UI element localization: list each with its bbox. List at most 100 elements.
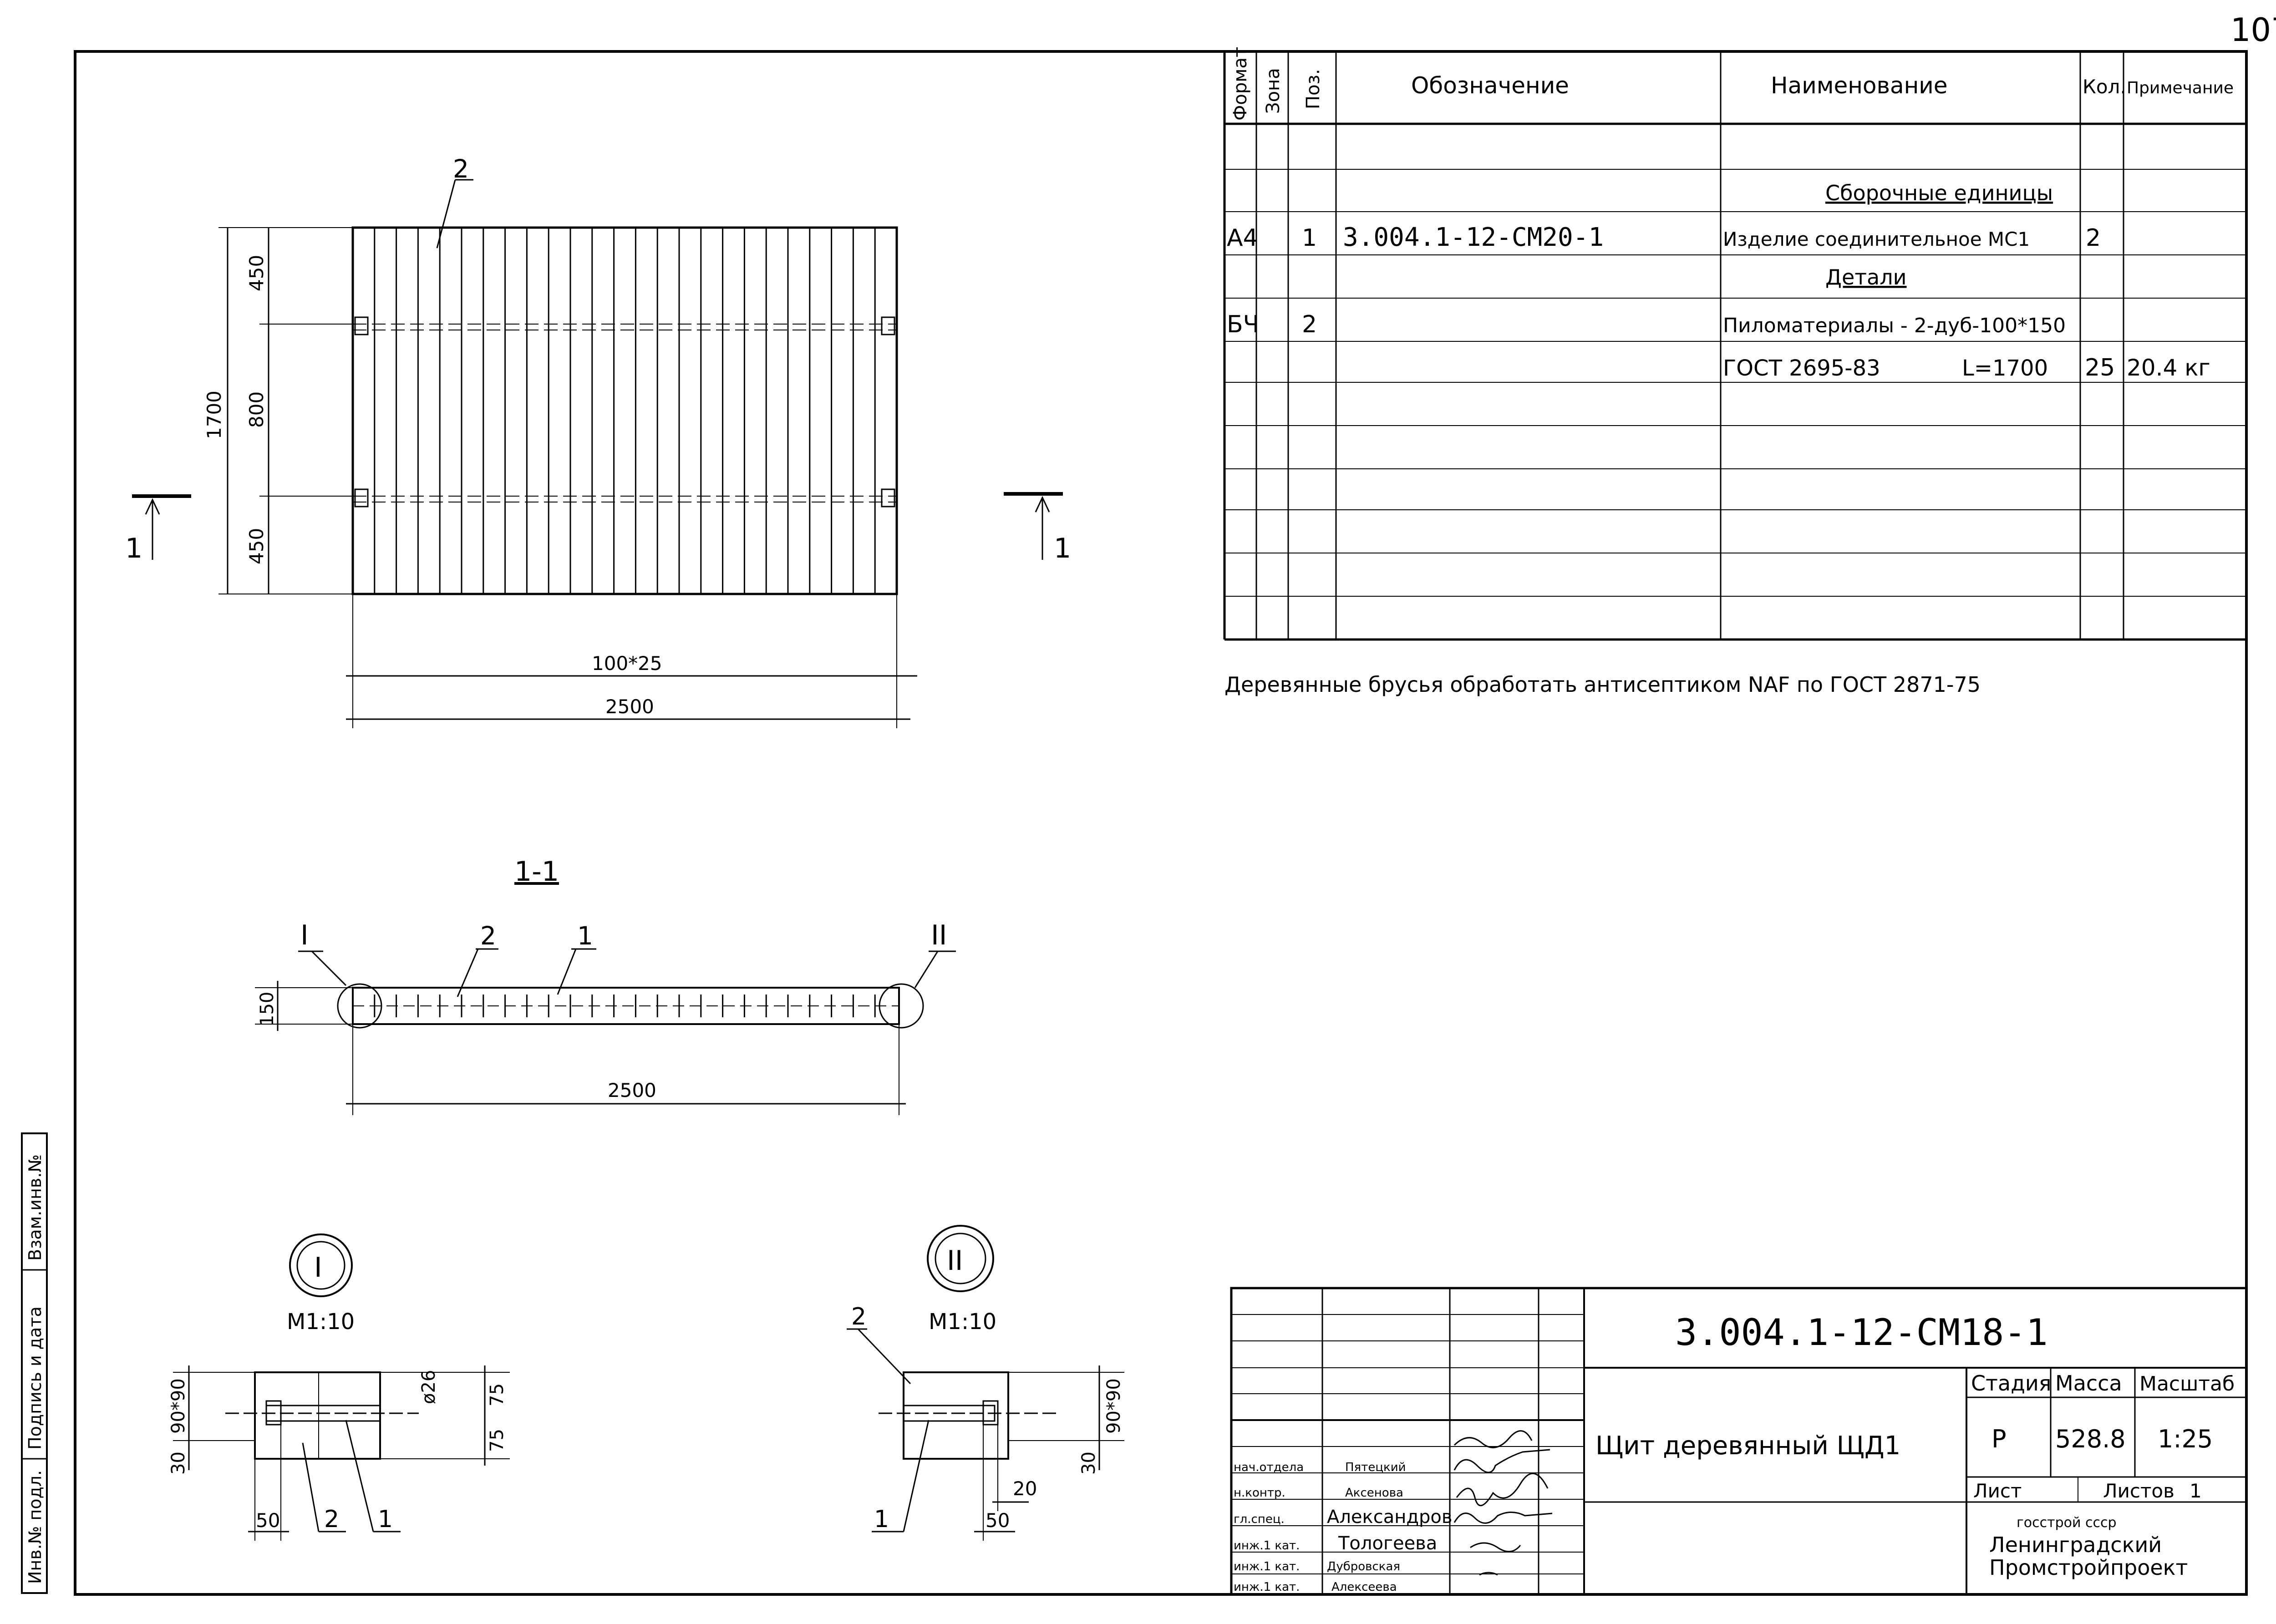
sheets-label: Листов (2103, 1480, 2174, 1502)
title-block-rows (1231, 1314, 1584, 1574)
sheets-value: 1 (2190, 1480, 2202, 1502)
staff-name-3: Тологеева (1338, 1533, 1437, 1554)
detail-1-mark-circle (289, 1233, 353, 1297)
signature-1 (1453, 1449, 1550, 1473)
section-dim-2500: 2500 (608, 1079, 656, 1101)
row1-pos: 1 (1302, 224, 1317, 252)
scale-label: Масштаб (2139, 1372, 2235, 1396)
section-title: 1-1 (514, 856, 559, 888)
section-mark-right: 1 (1054, 533, 1071, 564)
row1-name: Изделие соединительное МС1 (1723, 228, 2030, 250)
doc-code: 3.004.1-12-СМ18-1 (1675, 1311, 2048, 1354)
row3-qty: 25 (2085, 354, 2115, 381)
row2-pos: 2 (1302, 311, 1317, 338)
detail-2-50: 50 (986, 1509, 1010, 1532)
row3-length: L=1700 (1962, 355, 2048, 381)
row1-designation: 3.004.1-12-СМ20-1 (1343, 223, 1604, 252)
detail-1-75b: 75 (487, 1429, 508, 1452)
detail-2-90x90: 90*90 (1103, 1378, 1124, 1434)
sheet-number: 107 (2230, 11, 2276, 49)
detail-2-20: 20 (1013, 1477, 1037, 1500)
note-text: Деревянные брусья обработать антисептико… (1224, 672, 1981, 697)
side-sign-date: Подпись и дата (25, 1306, 45, 1450)
stage-label: Стадия (1971, 1371, 2051, 1396)
detail-2-pos1: 1 (874, 1506, 889, 1533)
section-details: Детали (1825, 265, 1907, 289)
detail-1-75a: 75 (487, 1383, 508, 1406)
signature-5 (1479, 1572, 1498, 1576)
plan-outline (351, 226, 898, 595)
row3-std: ГОСТ 2695-83 (1723, 355, 1880, 381)
signature-2 (1456, 1472, 1549, 1507)
header-name: Наименование (1771, 72, 1948, 99)
staff-role-4: инж.1 кат. (1234, 1560, 1300, 1573)
detail-1-90x90: 90*90 (168, 1378, 189, 1434)
detail-2-scale: М1:10 (929, 1309, 996, 1335)
header-format: Формат (1230, 47, 1251, 121)
signature-0 (1453, 1430, 1533, 1448)
signature-3 (1453, 1512, 1553, 1524)
header-zone: Зона (1263, 68, 1284, 114)
header-pos: Поз. (1303, 69, 1324, 109)
sheet-label: Лист (1973, 1480, 2022, 1502)
staff-name-5: Алексеева (1331, 1580, 1397, 1594)
section-view: 1-1 I II 2 1 150 2500 (255, 856, 956, 1115)
detail-1-d26: ø26 (418, 1370, 439, 1404)
detail-1-pos1: 1 (378, 1506, 393, 1533)
staff-role-2: гл.спец. (1234, 1512, 1285, 1526)
signature-4 (1470, 1542, 1521, 1553)
detail-2-30: 30 (1078, 1451, 1099, 1475)
header-qty: Кол. (2083, 76, 2126, 98)
section-dim-150: 150 (257, 992, 278, 1026)
mass-label: Масса (2055, 1371, 2122, 1396)
header-designation: Обозначение (1411, 72, 1569, 99)
section-pos1: 1 (577, 921, 593, 950)
row2-name: Пиломатериалы - 2-дуб-100*150 (1723, 314, 2066, 337)
callout-circle-left (337, 983, 382, 1029)
staff-name-1: Аксенова (1345, 1486, 1403, 1500)
plan-view: 2 1700 450 800 450 100*25 2500 1 1 (125, 154, 1071, 728)
detail-1-50: 50 (256, 1509, 280, 1532)
scale-value: 1:25 (2158, 1425, 2213, 1453)
row3-note: 20.4 кг (2127, 355, 2210, 381)
plan-boards (374, 228, 876, 594)
side-replace-inv: Взам.инв.№ (25, 1154, 45, 1261)
title-block: 3.004.1-12-СМ18-1 Щит деревянный ЩД1 Ста… (1230, 1287, 2248, 1596)
section-assembly: Сборочные единицы (1825, 181, 2053, 205)
dim-450-top: 450 (245, 255, 268, 291)
detail-1-scale: М1:10 (287, 1309, 355, 1335)
callout-left-label: I (300, 919, 309, 951)
detail-1-30: 30 (168, 1451, 189, 1475)
spec-row-lines (1224, 169, 2246, 597)
staff-role-0: нач.отдела (1234, 1461, 1304, 1474)
stage-value: Р (1992, 1425, 2007, 1453)
callout-right-label: II (931, 919, 947, 951)
staff-name-2: Александров (1327, 1507, 1452, 1528)
detail-2: II М1:10 2 90*90 30 1 20 50 (847, 1225, 1124, 1541)
spec-table: Формат Зона Поз. Обозначение Наименовани… (1223, 47, 2246, 641)
drawing-frame (74, 50, 2248, 1596)
section-pos2: 2 (480, 921, 496, 950)
org-1: госстрой ссср (2017, 1515, 2117, 1531)
section-mark-left: 1 (125, 533, 142, 564)
row2-format: БЧ (1227, 311, 1259, 338)
row1-qty: 2 (2086, 224, 2101, 252)
org-3: Промстройпроект (1989, 1555, 2188, 1580)
org-2: Ленинградский (1989, 1533, 2162, 1557)
dim-2500-plan: 2500 (605, 695, 654, 718)
detail-1-pos2: 2 (324, 1506, 339, 1533)
callout-circle-right (879, 983, 924, 1029)
detail-1-mark: I (314, 1252, 322, 1284)
detail-2-mark: II (947, 1245, 963, 1277)
dim-800: 800 (245, 391, 268, 428)
row1-format: А4 (1227, 224, 1258, 252)
dim-100x25: 100*25 (592, 652, 662, 675)
dim-1700: 1700 (203, 391, 225, 439)
detail-1: I М1:10 75 75 ø26 90*90 30 50 2 1 (168, 1233, 510, 1541)
drawing-title: Щит деревянный ЩД1 (1595, 1431, 1900, 1461)
dim-450-bottom: 450 (245, 528, 268, 564)
detail-2-mark-circle (927, 1225, 994, 1292)
header-note: Примечание (2127, 79, 2234, 97)
staff-name-4: Дубровская (1327, 1560, 1400, 1573)
